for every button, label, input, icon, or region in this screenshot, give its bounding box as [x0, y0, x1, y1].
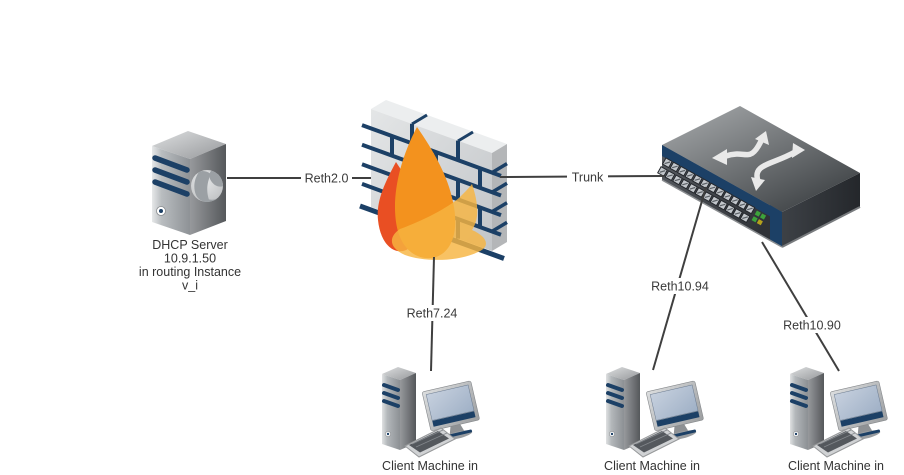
- switch-end-strip: [770, 205, 782, 247]
- switch-port-detail: [664, 161, 671, 165]
- switch-port-detail: [742, 216, 748, 219]
- switch-port-detail: [694, 178, 701, 181]
- server-stripes: [152, 155, 190, 197]
- dhcp-server-label-line3: in routing Instance: [139, 265, 241, 279]
- node-dhcp-server: DHCP Server 10.9.1.50 in routing Instanc…: [139, 131, 241, 293]
- switch-top-face: [662, 106, 860, 212]
- edge-label-reth2: Reth2.0: [305, 172, 349, 186]
- switch-port-detail: [709, 186, 716, 190]
- switch-leds: [751, 210, 767, 226]
- edge-label-reth10-90: Reth10.90: [783, 319, 841, 333]
- switch-port-detail: [719, 203, 726, 207]
- client-1-label: Client Machine in: [382, 459, 478, 473]
- switch-port-detail: [697, 191, 703, 194]
- switch-port-detail: [689, 186, 696, 190]
- dhcp-server-label-line1: DHCP Server: [152, 238, 227, 252]
- edge-label-reth7-24: Reth7.24: [407, 307, 458, 321]
- edge-label-bg: [301, 170, 352, 186]
- edge-labels: Reth2.0 Trunk Reth7.24 Reth10.94 Reth10.…: [301, 169, 844, 333]
- server-power-dot: [159, 209, 163, 213]
- node-client-2: Client Machine in: [604, 365, 709, 473]
- flame-yellow: [391, 184, 486, 260]
- switch-port-detail: [674, 178, 681, 182]
- client-1-icon: [380, 365, 485, 459]
- switch-port-detail: [734, 212, 741, 215]
- switch-port-detail: [659, 170, 666, 173]
- edge-label-bg: [403, 305, 461, 321]
- switch-top-bezel: [662, 145, 782, 223]
- edge-label-bg: [649, 278, 712, 294]
- client-3-icon: [788, 365, 893, 459]
- switch-port-detail: [724, 194, 731, 198]
- node-client-1: Client Machine in: [380, 365, 485, 473]
- switch-port-detail: [679, 169, 686, 173]
- edge-label-bg: [781, 317, 844, 333]
- client-3-label: Client Machine in: [788, 459, 884, 473]
- firewall-top-joints: [411, 113, 474, 143]
- switch-port-detail: [727, 207, 733, 211]
- client-2-label: Client Machine in: [604, 459, 700, 473]
- switch-port-detail: [717, 190, 723, 194]
- edge-switch-to-client-3: [761, 241, 840, 372]
- switch-front-bottom-edge: [661, 179, 783, 248]
- firewall-side-joints: [491, 162, 508, 233]
- dhcp-server-label-line4: v_i: [182, 279, 198, 293]
- switch-port-detail: [667, 174, 673, 178]
- led-green: [754, 210, 761, 217]
- switch-side-face: [782, 173, 860, 247]
- led-green: [751, 216, 758, 223]
- switch-port-detail: [747, 207, 753, 211]
- switch-port-detail: [701, 182, 708, 186]
- node-switch: [657, 106, 861, 248]
- node-firewall: [359, 100, 508, 261]
- switch-port-detail: [712, 199, 718, 203]
- switch-port-detail: [671, 165, 678, 169]
- globe-continents: [194, 170, 223, 202]
- switch-port-detail: [739, 203, 746, 207]
- switch-arrows-icon: [712, 131, 805, 191]
- edge-label-reth10-94: Reth10.94: [651, 280, 709, 294]
- dhcp-server-label-line2: 10.9.1.50: [164, 252, 216, 266]
- led-green: [759, 213, 767, 220]
- switch-side-bottom-edge: [781, 206, 861, 248]
- server-top-face: [152, 131, 226, 159]
- led-yellow: [756, 219, 763, 226]
- client-2-icon: [604, 365, 709, 459]
- edge-label-bg: [567, 169, 608, 185]
- switch-port-detail: [704, 195, 711, 199]
- firewall-top-faces: [371, 100, 507, 153]
- edge-label-trunk: Trunk: [572, 171, 604, 185]
- node-client-3: Client Machine in: [788, 365, 893, 473]
- switch-port-detail: [686, 174, 693, 177]
- switch-port-detail: [682, 182, 688, 186]
- switch-port-detail: [732, 199, 738, 202]
